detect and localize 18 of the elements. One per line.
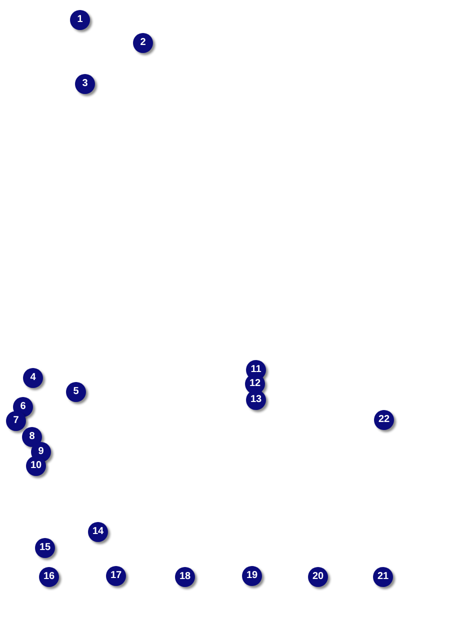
callout-number: 18 — [175, 567, 195, 587]
callout-number: 8 — [22, 427, 42, 447]
callout-number: 16 — [39, 567, 59, 587]
callout-number: 22 — [374, 410, 394, 430]
callout-number: 19 — [242, 566, 262, 586]
callout-number: 10 — [26, 456, 46, 476]
callout-number: 5 — [66, 382, 86, 402]
callout-number: 14 — [88, 522, 108, 542]
callout-number: 4 — [23, 368, 43, 388]
callout-number: 3 — [75, 74, 95, 94]
callout-number: 2 — [133, 33, 153, 53]
callout-number: 21 — [373, 567, 393, 587]
callout-number: 13 — [246, 390, 266, 410]
callout-number: 7 — [6, 411, 26, 431]
callout-number: 17 — [106, 566, 126, 586]
callout-number: 15 — [35, 538, 55, 558]
callout-number: 1 — [70, 10, 90, 30]
callout-number: 20 — [308, 567, 328, 587]
